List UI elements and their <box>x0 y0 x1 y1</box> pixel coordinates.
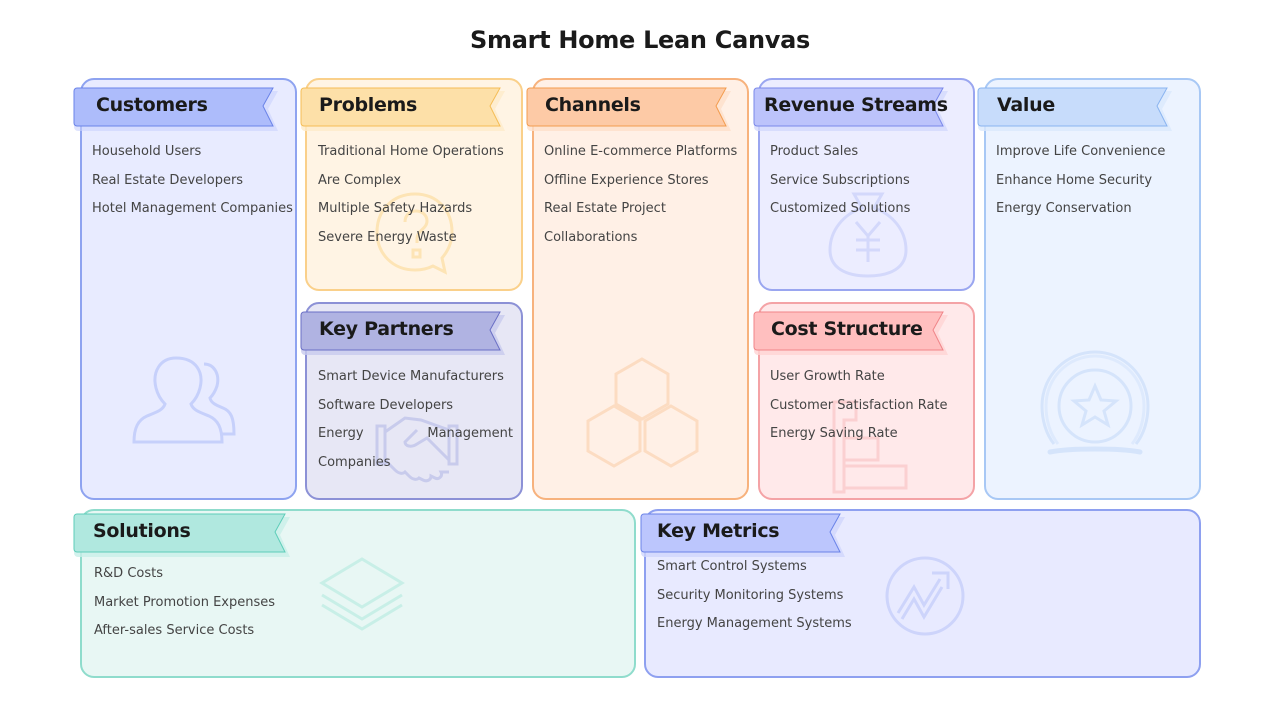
key-partners-list: Smart Device Manufacturers Software Deve… <box>318 363 513 477</box>
list-item: Energy Management <box>318 420 513 449</box>
key-metrics-header: Key Metrics <box>640 513 851 557</box>
list-item: After-sales Service Costs <box>94 623 255 639</box>
page-title: Smart Home Lean Canvas <box>470 26 810 54</box>
key-metrics-title: Key Metrics <box>657 520 780 542</box>
list-item: Customized Solutions <box>770 201 911 217</box>
list-item: Service Subscriptions <box>770 172 910 188</box>
star-medal-icon <box>1040 350 1150 455</box>
money-bag-icon <box>828 192 908 278</box>
list-item: Online E-commerce Platforms <box>544 144 738 159</box>
list-item: Real Estate Developers <box>92 172 244 188</box>
cost-structure-header: Cost Structure <box>753 311 954 355</box>
list-item: Customer Satisfaction Rate <box>770 397 948 413</box>
solutions-title: Solutions <box>93 520 191 542</box>
channels-list: Online E-commerce Platforms Offline Expe… <box>544 138 737 252</box>
list-item: Real Estate Project <box>544 201 666 217</box>
list-item: Improve Life Convenience <box>996 144 1166 159</box>
users-icon <box>132 356 236 444</box>
list-item: Offline Experience Stores <box>544 172 709 188</box>
channels-header: Channels <box>526 87 737 131</box>
list-item-word: Management <box>427 426 513 442</box>
list-item: Severe Energy Waste <box>318 229 457 245</box>
list-item: Product Sales <box>770 144 859 159</box>
solutions-list: R&D Costs Market Promotion Expenses Afte… <box>94 560 275 646</box>
cost-structure-list: User Growth Rate Customer Satisfaction R… <box>770 363 948 449</box>
list-item: Traditional Home Operations <box>318 144 504 159</box>
value-panel <box>984 78 1201 500</box>
value-title: Value <box>997 94 1055 116</box>
problems-header: Problems <box>300 87 511 131</box>
revenue-streams-list: Product Sales Service Subscriptions Cust… <box>770 138 910 224</box>
layers-icon <box>319 557 405 631</box>
hexagons-icon <box>586 357 699 468</box>
list-item: Market Promotion Expenses <box>94 594 276 610</box>
list-item: Security Monitoring Systems <box>657 587 844 603</box>
customers-panel <box>80 78 297 500</box>
list-item: User Growth Rate <box>770 369 885 384</box>
value-list: Improve Life Convenience Enhance Home Se… <box>996 138 1165 224</box>
key-metrics-list: Smart Control Systems Security Monitorin… <box>657 553 852 639</box>
problems-list: Traditional Home Operations Are Complex … <box>318 138 504 252</box>
value-header: Value <box>977 87 1178 131</box>
list-item: Energy Saving Rate <box>770 426 898 442</box>
growth-chart-icon <box>885 556 965 636</box>
channels-panel <box>532 78 749 500</box>
question-bubble-icon <box>375 192 454 275</box>
customers-list: Household Users Real Estate Developers H… <box>92 138 293 224</box>
list-item: Enhance Home Security <box>996 172 1153 188</box>
key-partners-title: Key Partners <box>319 318 454 340</box>
revenue-streams-header: Revenue Streams <box>753 87 954 131</box>
revenue-streams-title: Revenue Streams <box>764 94 948 116</box>
list-item: Software Developers <box>318 397 454 413</box>
cost-structure-title: Cost Structure <box>771 318 923 340</box>
list-item: Smart Device Manufacturers <box>318 369 504 384</box>
list-item: Collaborations <box>544 229 638 245</box>
handshake-icon <box>375 416 459 483</box>
list-item: Are Complex <box>318 172 402 188</box>
list-item: Household Users <box>92 144 202 159</box>
list-item-word: Energy <box>318 426 364 442</box>
customers-header: Customers <box>73 87 284 131</box>
key-icon <box>832 400 908 494</box>
list-item: Multiple Safety Hazards <box>318 201 473 217</box>
channels-title: Channels <box>545 94 641 116</box>
list-item: Energy Conservation <box>996 201 1132 217</box>
problems-title: Problems <box>319 94 418 116</box>
list-item: Hotel Management Companies <box>92 201 293 217</box>
customers-title: Customers <box>96 94 208 116</box>
solutions-header: Solutions <box>73 513 296 557</box>
key-partners-header: Key Partners <box>300 311 511 355</box>
list-item: R&D Costs <box>94 566 163 581</box>
list-item: Smart Control Systems <box>657 559 807 574</box>
list-item: Energy Management Systems <box>657 616 852 632</box>
list-item: Companies <box>318 454 391 470</box>
